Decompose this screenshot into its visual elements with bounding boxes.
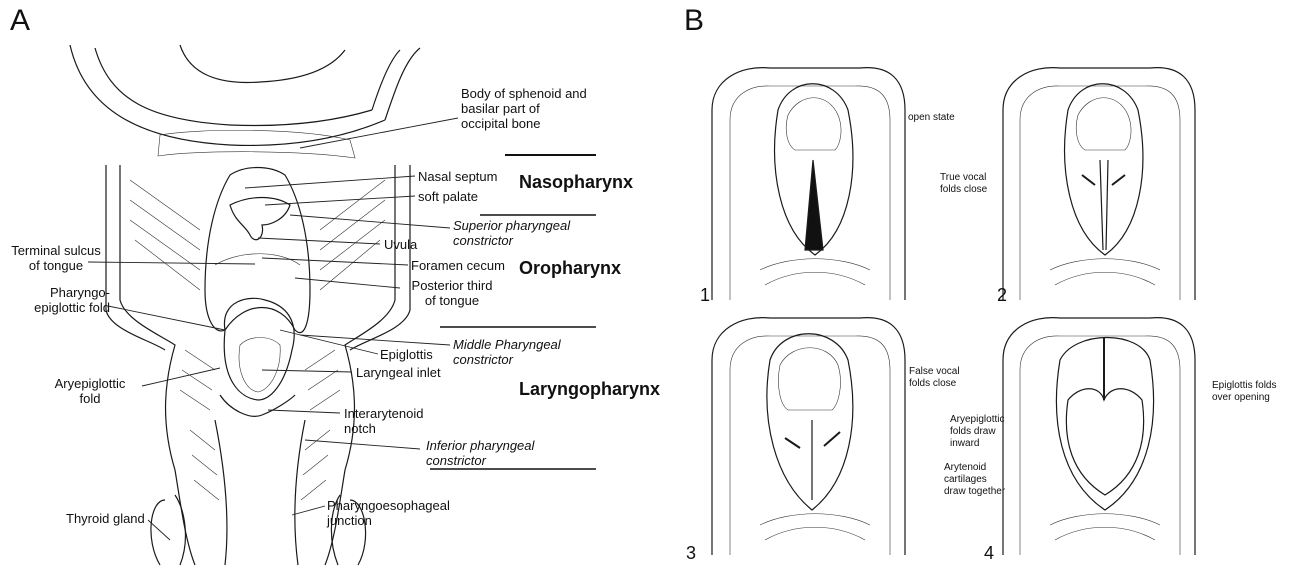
pharynx-drawing	[70, 45, 420, 565]
figure-number-2: 2	[997, 285, 1007, 306]
region-laryngopharynx: Laryngopharynx	[519, 379, 660, 400]
label-laryngeal-inlet: Laryngeal inlet	[356, 365, 441, 380]
larynx-drawing-3	[712, 318, 905, 555]
label-thyroid-gland: Thyroid gland	[66, 511, 145, 526]
figure-number-4: 4	[984, 543, 994, 564]
label-epiglottis: Epiglottis	[380, 347, 433, 362]
label-foramen-cecum: Foramen cecum	[411, 258, 505, 273]
larynx-drawing-1	[712, 68, 905, 300]
region-nasopharynx: Nasopharynx	[519, 172, 633, 193]
label-pharyngo-epiglottic-fold: Pharyngo-epiglottic fold	[20, 285, 110, 315]
figure-number-1: 1	[700, 285, 710, 306]
panel-a-letter: A	[10, 4, 30, 38]
label-open-state: open state	[908, 112, 955, 124]
larynx-drawing-2	[1003, 68, 1195, 300]
region-oropharynx: Oropharynx	[519, 258, 621, 279]
label-uvula: Uvula	[384, 237, 417, 252]
label-soft-palate: soft palate	[418, 189, 478, 204]
larynx-drawing-4	[1003, 318, 1195, 555]
leader-lines-a	[88, 118, 458, 540]
label-nasal-septum: Nasal septum	[418, 169, 497, 184]
figure-number-3: 3	[686, 543, 696, 564]
panel-b-letter: B	[684, 4, 704, 38]
